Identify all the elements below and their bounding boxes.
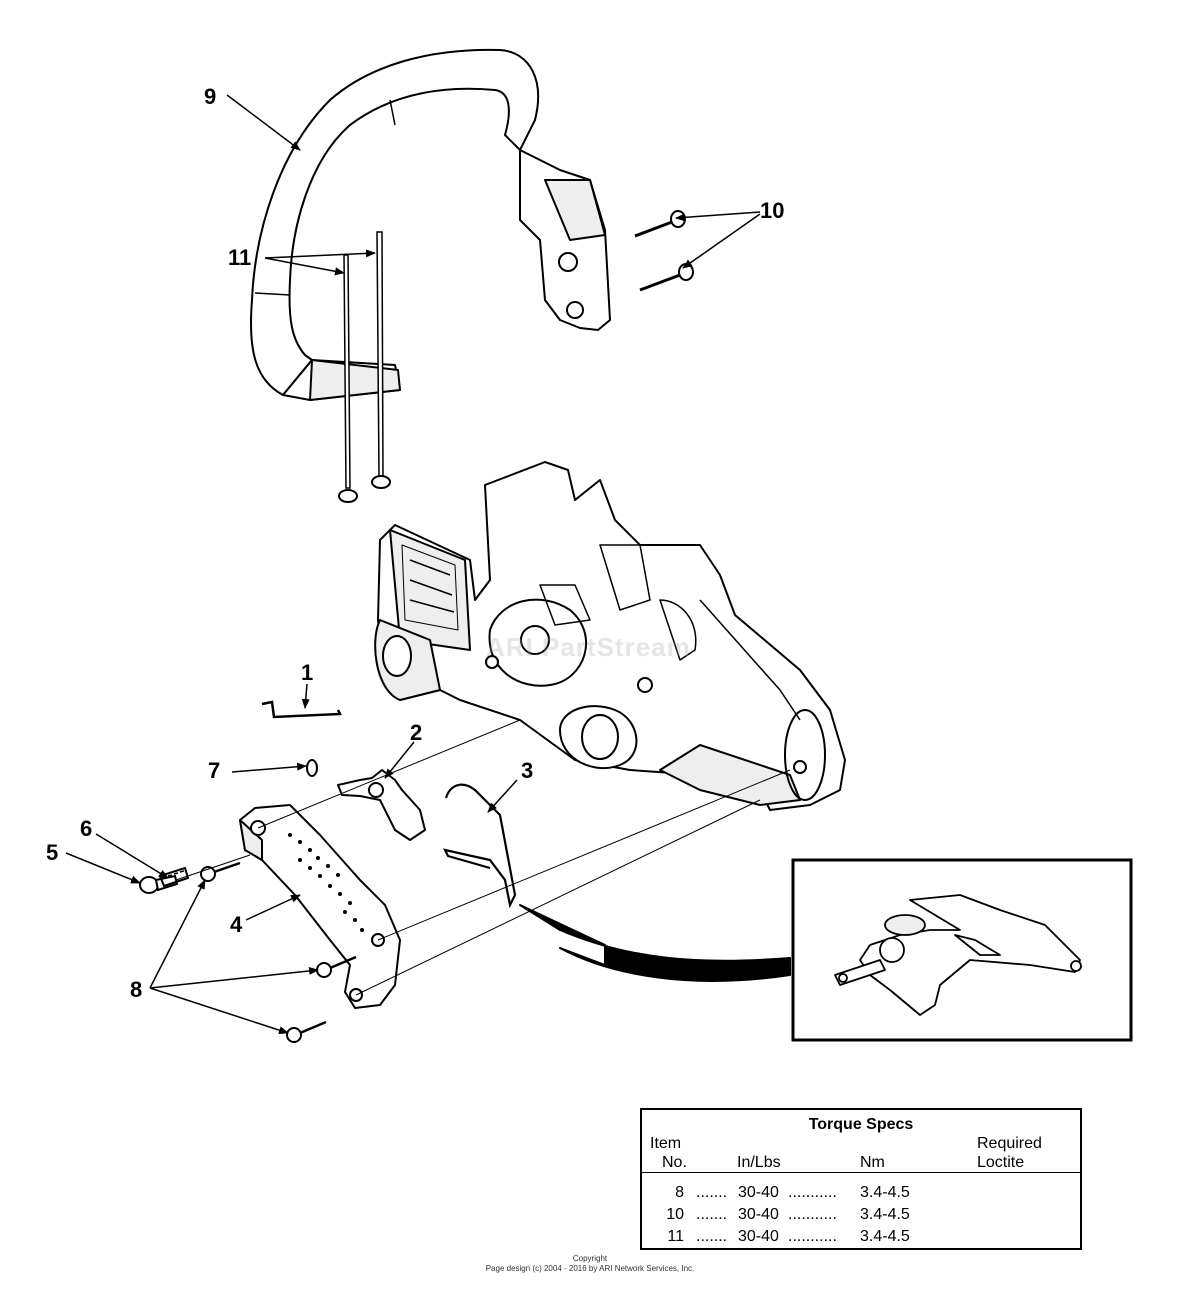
copyright-line2: Page design (c) 2004 - 2016 by ARI Netwo… bbox=[485, 1264, 695, 1273]
chainsaw-body bbox=[374, 461, 846, 811]
row-nm: 3.4-4.5 bbox=[860, 1206, 910, 1223]
header-divider bbox=[642, 1172, 1080, 1173]
callout-10: 10 bbox=[760, 198, 784, 223]
torque-specs-table: Torque Specs Item No. In/Lbs Nm Required… bbox=[640, 1108, 1082, 1250]
callout-9: 9 bbox=[204, 84, 216, 109]
header-loctite: Required Loctite bbox=[977, 1134, 1042, 1172]
callout-1: 1 bbox=[301, 660, 313, 685]
table-row: 10 ....... 30-40 ........... 3.4-4.5 bbox=[642, 1206, 1080, 1228]
row-leader: ....... bbox=[696, 1184, 728, 1201]
row-leader: ........... bbox=[788, 1228, 837, 1245]
row-inlbs: 30-40 bbox=[738, 1184, 779, 1201]
header-item-line1: Item bbox=[650, 1135, 682, 1152]
copyright-line1: Copyright bbox=[572, 1254, 608, 1263]
row-leader: ....... bbox=[696, 1206, 728, 1223]
callout-5: 5 bbox=[46, 840, 58, 865]
row-item: 8 bbox=[675, 1184, 684, 1201]
table-row: 11 ....... 30-40 ........... 3.4-4.5 bbox=[642, 1228, 1080, 1250]
leader-lines bbox=[65, 94, 761, 1035]
row-leader: ........... bbox=[788, 1206, 837, 1223]
header-item: Item No. bbox=[650, 1134, 687, 1172]
brake-lever-part-2 bbox=[337, 769, 426, 841]
detail-inset bbox=[791, 858, 1133, 1042]
header-inlbs: In/Lbs bbox=[737, 1154, 781, 1171]
torque-table-title: Torque Specs bbox=[808, 1116, 914, 1133]
header-loctite-line1: Required bbox=[977, 1135, 1042, 1152]
callout-3: 3 bbox=[521, 758, 533, 783]
row-leader: ........... bbox=[788, 1184, 837, 1201]
callout-8: 8 bbox=[130, 977, 142, 1002]
row-inlbs: 30-40 bbox=[738, 1228, 779, 1245]
callout-11: 11 bbox=[228, 245, 251, 270]
front-handle-bar bbox=[249, 48, 611, 401]
spring-part-1 bbox=[261, 700, 342, 719]
callout-2: 2 bbox=[410, 720, 422, 745]
small-hardware bbox=[139, 759, 357, 1043]
row-item: 10 bbox=[666, 1206, 684, 1223]
callout-6: 6 bbox=[80, 816, 92, 841]
table-row: 8 ....... 30-40 ........... 3.4-4.5 bbox=[642, 1184, 1080, 1206]
chain-brake-handle-part-4 bbox=[239, 804, 401, 1009]
screws-part-11 bbox=[338, 231, 391, 503]
row-nm: 3.4-4.5 bbox=[860, 1228, 910, 1245]
detail-arrow bbox=[519, 904, 791, 982]
spring-part-3 bbox=[442, 783, 517, 909]
header-item-line2: No. bbox=[662, 1154, 687, 1171]
row-inlbs: 30-40 bbox=[738, 1206, 779, 1223]
copyright-footer: Copyright Page design (c) 2004 - 2016 by… bbox=[430, 1254, 750, 1274]
screws-part-10 bbox=[634, 210, 694, 292]
header-loctite-line2: Loctite bbox=[977, 1154, 1025, 1171]
callout-7: 7 bbox=[208, 758, 220, 783]
row-leader: ....... bbox=[696, 1228, 728, 1245]
watermark: ARI PartStream bbox=[486, 632, 691, 662]
header-nm: Nm bbox=[860, 1154, 885, 1171]
row-nm: 3.4-4.5 bbox=[860, 1184, 910, 1201]
callout-4: 4 bbox=[230, 912, 243, 937]
row-item: 11 bbox=[667, 1228, 684, 1245]
callout-labels: 9 10 11 1 2 7 3 6 5 4 8 bbox=[46, 84, 784, 1002]
